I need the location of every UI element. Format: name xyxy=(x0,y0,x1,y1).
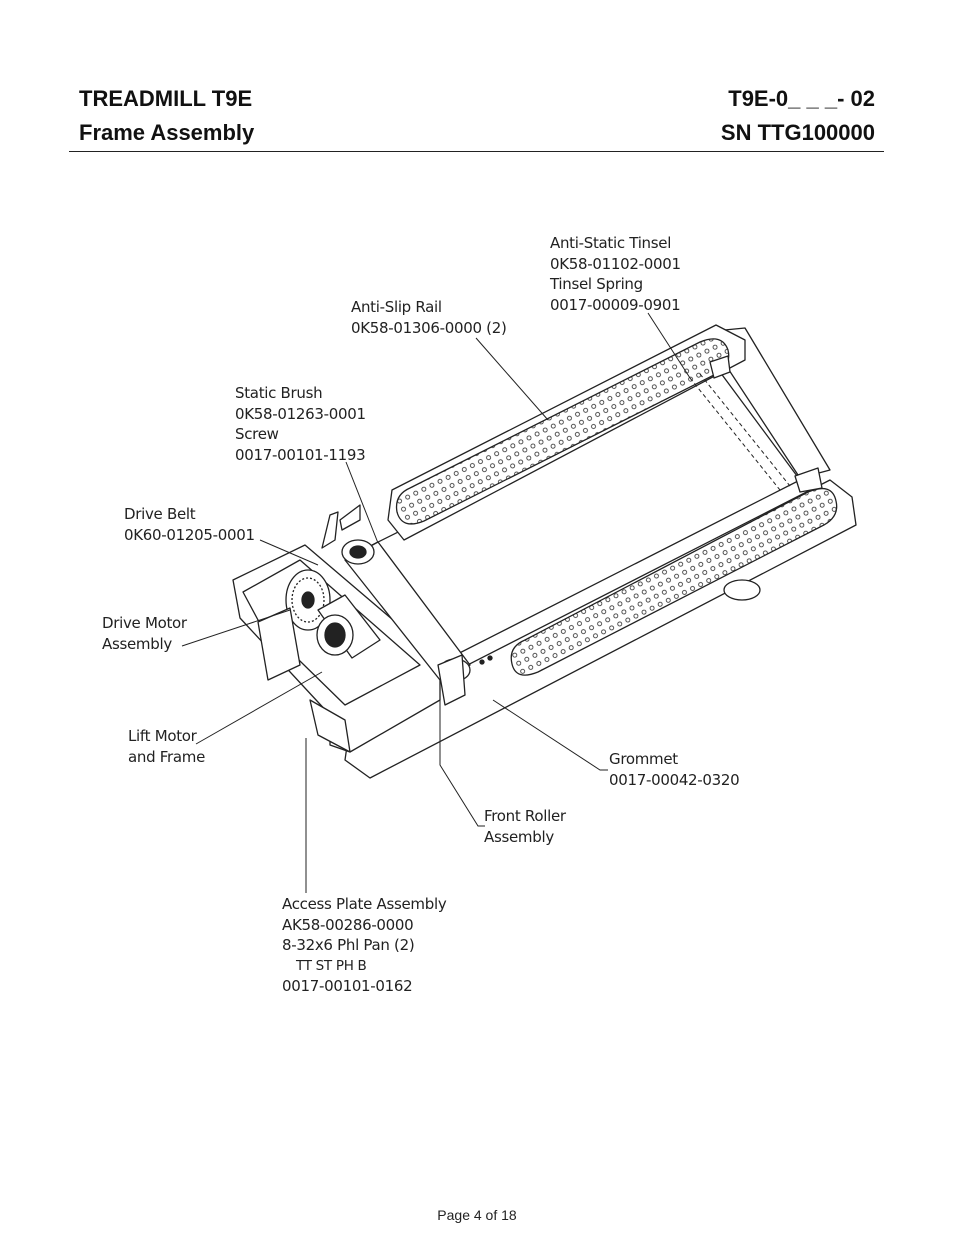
callout-line: 0017-00101-0162 xyxy=(282,977,413,996)
callout-line: 0K58-01102-0001 xyxy=(550,254,681,273)
leader-grommet xyxy=(492,699,608,771)
callout-line: Drive Motor xyxy=(102,614,187,632)
callout-static-brush: Static Brush 0K58-01263-0001 Screw 0017-… xyxy=(235,383,366,465)
callout-line: Lift Motor xyxy=(128,727,197,745)
leader-anti-static-tinsel xyxy=(647,312,691,379)
section-title: Frame Assembly xyxy=(79,120,255,145)
callout-line: Assembly xyxy=(484,827,554,846)
callout-line: Anti-Slip Rail xyxy=(351,298,442,316)
drive-pulley xyxy=(285,569,331,631)
page-number: Page 4 of 18 xyxy=(437,1207,517,1223)
callout-line: 0017-00009-0901 xyxy=(550,295,681,314)
lift-motor-frame xyxy=(257,607,301,681)
callout-line: Grommet xyxy=(609,750,678,768)
callout-line: 0K58-01263-0001 xyxy=(235,404,366,423)
callout-line: AK58-00286-0000 xyxy=(282,915,414,934)
callout-lift-motor: Lift Motor and Frame xyxy=(128,726,205,767)
static-brush xyxy=(321,511,339,549)
leader-anti-slip-rail xyxy=(475,337,549,421)
callout-line: Tinsel Spring xyxy=(550,275,643,294)
leader-lift-motor xyxy=(195,671,323,745)
callout-anti-static-tinsel: Anti-Static Tinsel 0K58-01102-0001 Tinse… xyxy=(550,233,681,315)
callout-grommet: Grommet 0017-00042-0320 xyxy=(609,749,740,790)
callout-line: Drive Belt xyxy=(124,505,196,523)
callout-access-plate: Access Plate Assembly AK58-00286-0000 8-… xyxy=(282,894,447,997)
callout-front-roller: Front Roller Assembly xyxy=(484,806,566,847)
callout-line: Screw xyxy=(235,425,279,444)
document-title: TREADMILL T9E xyxy=(79,86,253,111)
access-plate xyxy=(309,699,351,753)
callout-anti-slip-rail: Anti-Slip Rail 0K58-01306-0000 (2) xyxy=(351,297,507,338)
callout-line: TT ST PH B xyxy=(296,957,367,974)
callout-line: 0K60-01205-0001 xyxy=(124,525,255,544)
callout-line: and Frame xyxy=(128,747,206,766)
callout-line: Static Brush xyxy=(235,384,323,402)
leader-drive-motor xyxy=(181,609,291,647)
grommet xyxy=(487,655,493,661)
anti-slip-rail-right xyxy=(510,487,838,676)
header-divider xyxy=(69,151,884,152)
callout-line: Front Roller xyxy=(484,807,566,825)
part-code: T9E-0_ _ _- 02 xyxy=(728,86,875,111)
leader-static-brush xyxy=(345,461,379,544)
callout-line: 8-32x6 Phl Pan (2) xyxy=(282,936,415,955)
callout-line: Assembly xyxy=(102,634,172,653)
callout-line: 0017-00042-0320 xyxy=(609,770,740,789)
leader-front-roller xyxy=(439,700,485,827)
callout-line: 0017-00101-1193 xyxy=(235,445,366,464)
callout-line: 0K58-01306-0000 (2) xyxy=(351,318,507,337)
callout-drive-motor: Drive Motor Assembly xyxy=(102,613,187,654)
callout-line: Access Plate Assembly xyxy=(282,895,447,913)
callout-drive-belt: Drive Belt 0K60-01205-0001 xyxy=(124,504,255,545)
serial-number: SN TTG100000 xyxy=(720,120,875,145)
callout-line: Anti-Static Tinsel xyxy=(550,234,672,252)
leader-drive-belt xyxy=(259,539,319,566)
drive-motor xyxy=(316,594,381,659)
